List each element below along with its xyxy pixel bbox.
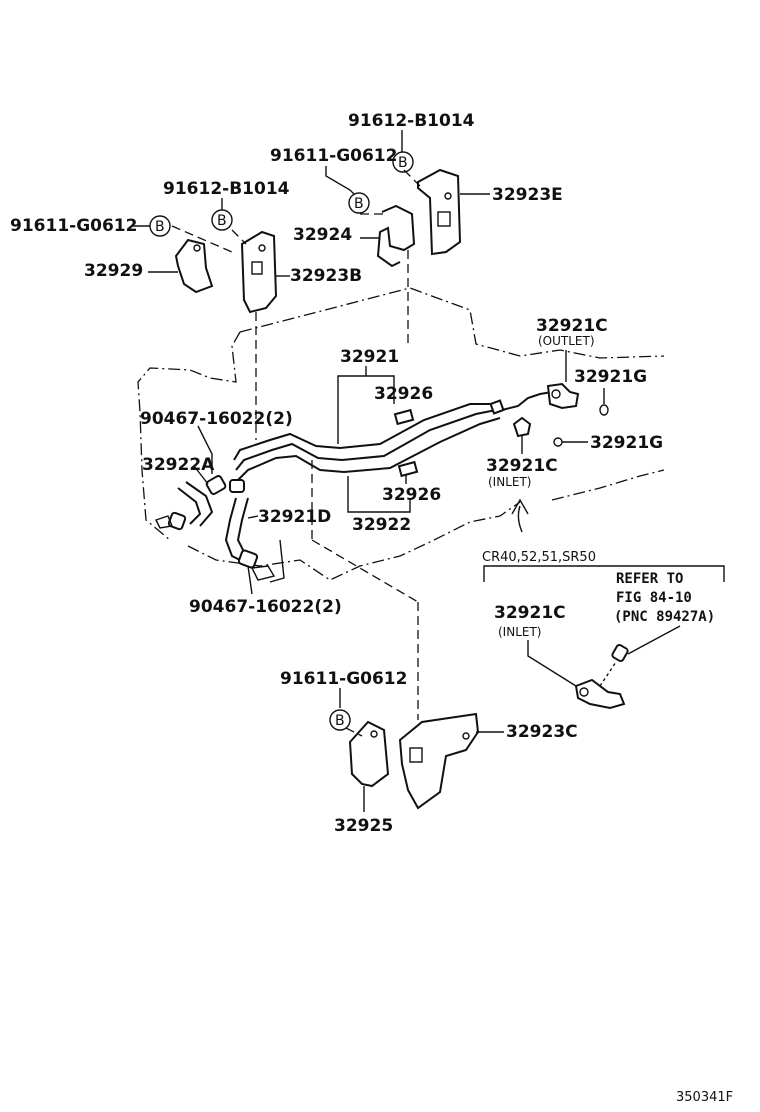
refer-line-1: REFER TO: [616, 571, 683, 587]
label-32922A: 32922A: [142, 455, 215, 475]
label-90467-top: 90467-16022(2): [140, 409, 293, 429]
fitting-32921C-inlet2: [574, 678, 626, 710]
label-91611-bottom: 91611-G0612: [280, 669, 407, 689]
hose-32922A: [177, 487, 202, 525]
clip-90467-top: [205, 475, 227, 495]
label-32923C: 32923C: [506, 722, 578, 742]
arrow-to-inlet: [517, 505, 523, 533]
label-32924: 32924: [293, 225, 352, 245]
label-32923E: 32923E: [492, 185, 563, 205]
svg-text:B: B: [217, 213, 227, 229]
svg-text:B: B: [354, 196, 364, 212]
bracket-32923C: [398, 712, 480, 810]
label-outlet: (OUTLET): [538, 334, 595, 348]
grommet-32926-top: [393, 408, 415, 426]
bracket-32929: [174, 238, 214, 294]
refer-line-3: (PNC 89427A): [614, 609, 715, 625]
clip-90467-bottom: [237, 549, 259, 569]
b-marker-top-right: [392, 151, 414, 173]
label-inlet2: (INLET): [498, 625, 541, 639]
hose-clip-left: [167, 511, 187, 531]
b-marker-left-top: [211, 209, 233, 231]
label-32923B: 32923B: [290, 266, 362, 286]
label-32926-bottom: 32926: [382, 485, 441, 505]
engine-outline-left: [137, 331, 241, 541]
o-ring-32921G-b: [553, 437, 563, 447]
label-32929: 32929: [84, 261, 143, 281]
label-inlet: (INLET): [488, 475, 531, 489]
catalog-number: 350341F: [676, 1090, 733, 1105]
sensor-89427A: [611, 644, 629, 662]
b-marker-bottom: [329, 709, 351, 731]
hose-end-top: [229, 479, 245, 493]
label-32921D: 32921D: [258, 507, 331, 527]
fitting-32921C-inlet: [512, 416, 532, 438]
svg-text:B: B: [335, 713, 345, 729]
engine-outline-top: [239, 287, 665, 359]
bracket-32925: [348, 720, 390, 788]
label-32921G-a: 32921G: [574, 367, 647, 387]
b-marker-left: [149, 215, 171, 237]
label-models: CR40,52,51,SR50: [482, 550, 596, 565]
label-90467-bottom: 90467-16022(2): [189, 597, 342, 617]
o-ring-32921G-a: [599, 404, 609, 416]
label-32926-top: 32926: [374, 384, 433, 404]
pipe-32921: [233, 403, 494, 461]
model-bracket: [483, 565, 725, 582]
grommet-32926-bottom: [397, 460, 419, 478]
hose-32921D: [224, 497, 245, 563]
label-32921C-inlet2: 32921C: [494, 603, 566, 623]
label-32921C-outlet: 32921C: [536, 316, 608, 336]
label-32922: 32922: [352, 515, 411, 535]
label-91612-left: 91612-B1014: [163, 179, 290, 199]
b-marker-top-mid: [348, 192, 370, 214]
label-91612-top: 91612-B1014: [348, 111, 475, 131]
svg-text:B: B: [155, 219, 165, 235]
label-32921: 32921: [340, 347, 399, 367]
label-32921C-inlet: 32921C: [486, 456, 558, 476]
refer-line-2: FIG 84-10: [616, 590, 692, 606]
b-marker-text: B: [398, 155, 408, 171]
label-91611-left: 91611-G0612: [10, 216, 137, 236]
label-32921G-b: 32921G: [590, 433, 663, 453]
bracket-32924: [376, 204, 416, 268]
label-32925: 32925: [334, 816, 393, 836]
label-91611-top: 91611-G0612: [270, 146, 397, 166]
engine-outline-right: [551, 469, 665, 501]
